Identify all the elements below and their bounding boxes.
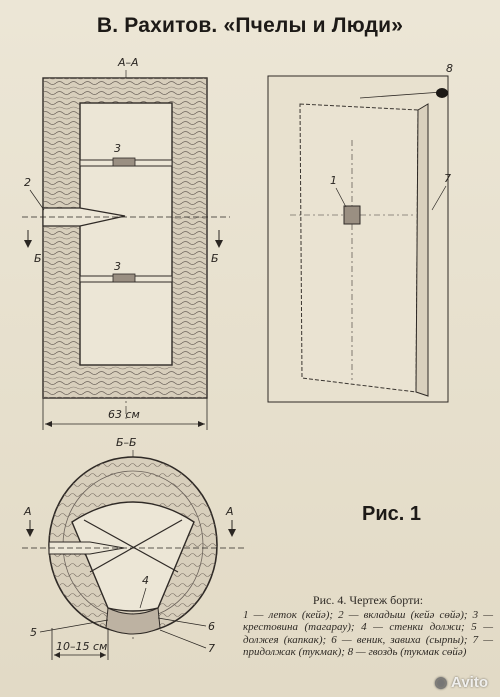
caption-body: 1 — леток (кейә); 2 — вкладыш (кейә сөйә… xyxy=(243,608,493,659)
front-view: 8 1 7 xyxy=(267,62,453,403)
figure-label: Рис. 1 xyxy=(362,503,421,525)
part-label-3-top: 3 xyxy=(114,142,121,155)
part-label-1: 1 xyxy=(330,174,337,187)
dimension-width: 63 см xyxy=(108,408,140,421)
caption-heading: Рис. 4. Чертеж борти: xyxy=(312,593,424,607)
cut-label-a-left: А xyxy=(23,505,32,518)
part-label-3-bottom: 3 xyxy=(114,260,121,273)
cut-label-b-left: Б xyxy=(34,252,42,265)
cut-label-b-right: Б xyxy=(211,252,219,265)
figure-caption: Рис. 4. Чертеж борти: 1 — леток (кейә); … xyxy=(243,594,493,659)
avito-logo-icon: ◉ xyxy=(434,674,448,691)
section-a-a-view: А–А Б Б 63 см xyxy=(22,56,230,430)
dimension-opening: 10–15 см xyxy=(56,640,107,653)
part-label-4: 4 xyxy=(142,574,149,587)
part-label-7-top: 7 xyxy=(444,172,451,185)
part-label-2: 2 xyxy=(24,176,31,189)
part-label-6: 6 xyxy=(208,620,215,633)
section-label-a-a: А–А xyxy=(117,56,139,69)
section-b-b-view: Б–Б А А 10–15 xyxy=(22,436,244,660)
section-label-b-b: Б–Б xyxy=(116,436,137,449)
part-label-8: 8 xyxy=(446,62,453,75)
avito-watermark: ◉ Avito xyxy=(434,673,488,691)
page-title: В. Рахитов. «Пчелы и Люди» xyxy=(96,14,404,37)
part-label-7-bottom: 7 xyxy=(208,642,215,655)
part-label-5: 5 xyxy=(30,626,37,639)
watermark-text: Avito xyxy=(451,674,488,691)
cut-label-a-right: А xyxy=(225,505,234,518)
